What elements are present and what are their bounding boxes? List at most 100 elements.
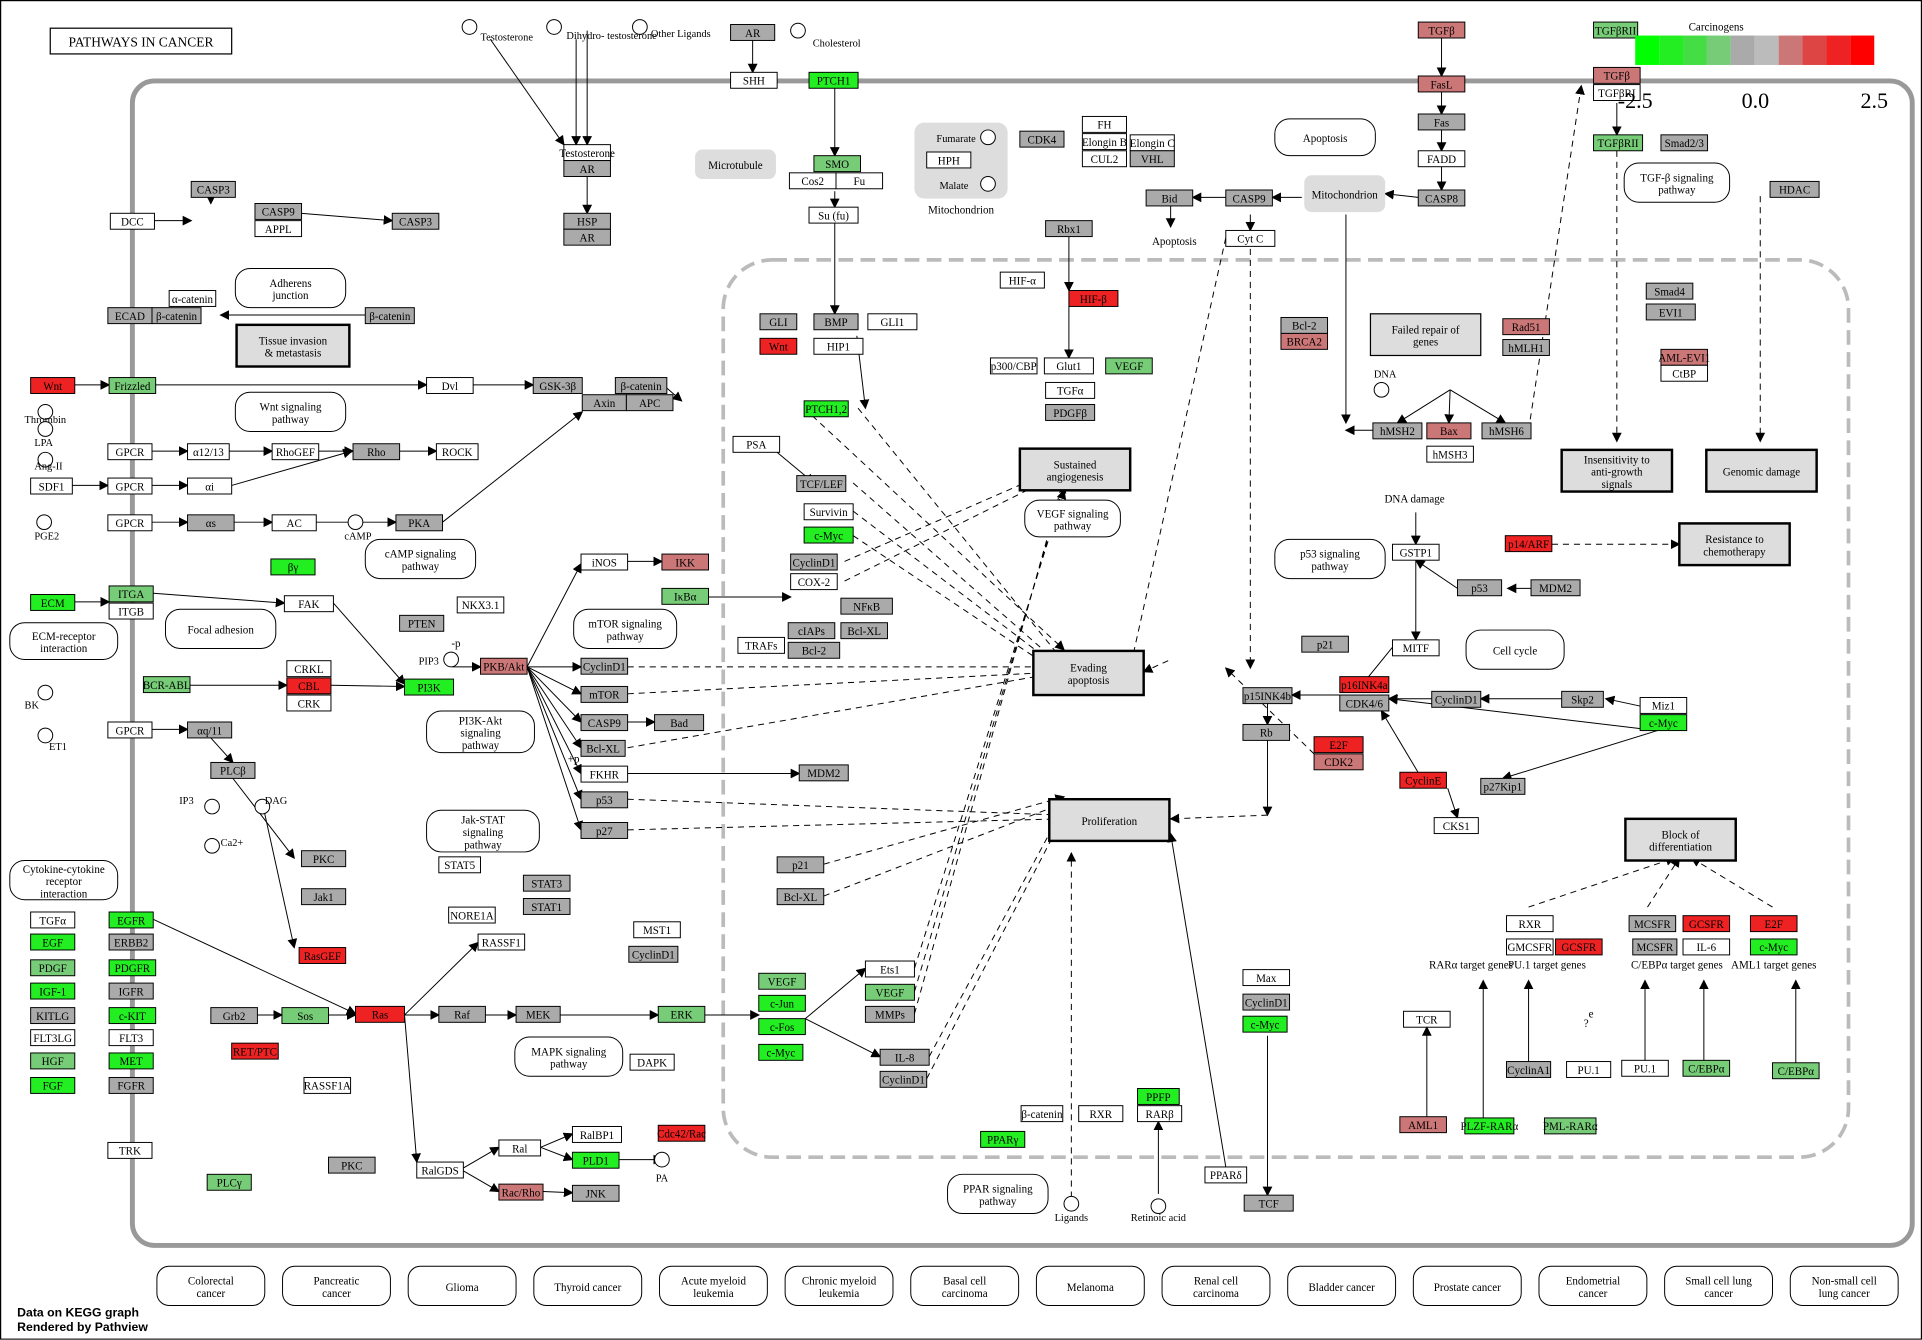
subpathway-cell-cycle[interactable]: Cell cycle (1465, 629, 1565, 670)
gene-node-p15ink4b[interactable]: p15INK4b (1242, 687, 1293, 705)
gene-node-flt3[interactable]: FLT3 (108, 1029, 154, 1047)
gene-node-shh[interactable]: SHH (730, 71, 778, 89)
gene-node-x[interactable]: βγ (270, 558, 316, 576)
gene-node-fadd[interactable]: FADD (1417, 150, 1466, 168)
gene-node-dapk[interactable]: DAPK (629, 1053, 675, 1071)
gene-node-il-6[interactable]: IL-6 (1682, 938, 1731, 956)
gene-node-p16ink4a[interactable]: p16INK4a (1339, 676, 1390, 694)
gene-node-dcc[interactable]: DCC (109, 212, 155, 230)
gene-node-gpcr[interactable]: GPCR (107, 514, 153, 532)
gene-node-cos2[interactable]: Cos2 (788, 172, 837, 190)
gene-node-tcr[interactable]: TCR (1403, 1010, 1451, 1028)
gene-node-wnt[interactable]: Wnt (759, 337, 798, 355)
gene-node-nkx3-1[interactable]: NKX3.1 (456, 596, 505, 614)
gene-node-skp2[interactable]: Skp2 (1561, 690, 1604, 708)
gene-node-crk[interactable]: CRK (286, 694, 332, 712)
gene-node-ralgds[interactable]: RalGDS (416, 1161, 464, 1179)
gene-node-ar[interactable]: AR (730, 24, 776, 41)
map-node-tissue-invasion-metastasis[interactable]: Tissue invasion& metastasis (235, 323, 351, 368)
gene-node-hdac[interactable]: HDAC (1769, 180, 1820, 198)
compound-pge2[interactable]: PGE2 (34, 514, 59, 543)
gene-node-p27[interactable]: p27 (580, 822, 629, 839)
gene-node-psa[interactable]: PSA (732, 435, 781, 453)
gene-node-bax[interactable]: Bax (1426, 422, 1472, 440)
gene-node-cul2[interactable]: CUL2 (1081, 150, 1128, 168)
gene-node-casp9[interactable]: CASP9 (254, 202, 303, 220)
gene-node-gcsfr[interactable]: GCSFR (1555, 938, 1603, 956)
gene-node-jak1[interactable]: Jak1 (301, 888, 347, 906)
gene-node-cyclind1[interactable]: CyclinD1 (580, 657, 629, 675)
gene-node-ets1[interactable]: Ets1 (864, 960, 915, 978)
gene-node-rassf1a[interactable]: RASSF1A (303, 1076, 352, 1094)
gene-node-evi1[interactable]: EVI1 (1645, 303, 1696, 321)
cancer-link-melanoma[interactable]: Melanoma (1035, 1265, 1145, 1306)
gene-node-miz1[interactable]: Miz1 (1639, 696, 1688, 714)
gene-node-bcl-xl[interactable]: Bcl-XL (840, 622, 888, 640)
gene-node-rbx1[interactable]: Rbx1 (1045, 220, 1093, 238)
gene-node-fgf[interactable]: FGF (30, 1076, 76, 1094)
gene-node-rasgef[interactable]: RasGEF (298, 947, 347, 964)
gene-node-cycline[interactable]: CyclinE (1399, 771, 1447, 789)
gene-node-fasl[interactable]: FasL (1417, 75, 1466, 93)
gene-node-p21[interactable]: p21 (1301, 635, 1349, 653)
gene-node-vegf[interactable]: VEGF (864, 983, 915, 1001)
gene-node-cyclind1[interactable]: CyclinD1 (1431, 690, 1482, 708)
subpathway-focal-adhesion[interactable]: Focal adhesion (164, 608, 277, 649)
gene-node-survivin[interactable]: Survivin (803, 503, 854, 521)
gene-node-rhogef[interactable]: RhoGEF (271, 443, 320, 461)
gene-node-elongin-c[interactable]: Elongin C (1129, 134, 1175, 152)
gene-node-gmcsfr[interactable]: GMCSFR (1506, 938, 1554, 956)
gene-node-itga[interactable]: ITGA (108, 585, 154, 603)
map-node-genomic-damage[interactable]: Genomic damage (1705, 448, 1818, 493)
gene-node-c-ebp[interactable]: C/EBPα (1682, 1059, 1731, 1077)
gene-node-fak[interactable]: FAK (283, 595, 334, 613)
gene-node-mcsfr[interactable]: MCSFR (1632, 938, 1678, 956)
gene-node-pten[interactable]: PTEN (399, 614, 445, 632)
compound-ca2[interactable]: Ca2+ (204, 838, 244, 854)
gene-node-gli1[interactable]: GLI1 (867, 313, 918, 331)
gene-node-c-kit[interactable]: c-KIT (108, 1007, 157, 1025)
gene-node-c-myc[interactable]: c-Myc (1749, 938, 1798, 956)
map-node-proliferation[interactable]: Proliferation (1048, 797, 1171, 843)
gene-node-i[interactable]: αi (187, 477, 233, 495)
gene-node-ral[interactable]: Ral (498, 1139, 542, 1157)
gene-node-tgf-rii[interactable]: TGFβRII (1593, 134, 1644, 152)
gene-node-hmlh1[interactable]: hMLH1 (1502, 339, 1550, 356)
gene-node-mst1[interactable]: MST1 (633, 921, 681, 939)
gene-node-hph[interactable]: HPH (926, 151, 972, 169)
cancer-link-prostate-cancer[interactable]: Prostate cancer (1412, 1265, 1522, 1306)
gene-node-igf-1[interactable]: IGF-1 (30, 982, 76, 1000)
gene-node-egf[interactable]: EGF (30, 933, 76, 951)
gene-node-rock[interactable]: ROCK (435, 443, 479, 461)
gene-node-frizzled[interactable]: Frizzled (108, 377, 157, 394)
gene-node-12-13[interactable]: α12/13 (187, 443, 230, 461)
gene-node-trafs[interactable]: TRAFs (737, 636, 786, 654)
gene-node-aml1[interactable]: AML1 (1399, 1116, 1447, 1134)
gene-node-pu-1[interactable]: PU.1 (1621, 1059, 1669, 1077)
gene-node-ecm[interactable]: ECM (30, 594, 76, 611)
gene-node-vegf[interactable]: VEGF (1105, 357, 1153, 375)
gene-node-testosterone[interactable]: Testosterone (559, 144, 615, 162)
gene-node-casp8[interactable]: CASP8 (1417, 189, 1466, 207)
map-node-mitochondrion[interactable]: Mitochondrion (1304, 175, 1386, 213)
gene-node-cks1[interactable]: CKS1 (1433, 817, 1479, 835)
gene-node-il-8[interactable]: IL-8 (879, 1048, 930, 1066)
gene-node-gpcr[interactable]: GPCR (107, 721, 153, 739)
gene-node-ret-ptc[interactable]: RET/PTC (231, 1042, 279, 1060)
gene-node-pkc[interactable]: PKC (328, 1156, 376, 1174)
compound-lpa[interactable]: LPA (34, 421, 54, 450)
gene-node-rho[interactable]: Rho (352, 443, 401, 461)
gene-node-nore1a[interactable]: NORE1A (448, 906, 496, 924)
gene-node-rad51[interactable]: Rad51 (1502, 318, 1550, 336)
gene-node-cdc42-rac[interactable]: Cdc42/Rac (657, 1124, 706, 1142)
gene-node-brca2[interactable]: BRCA2 (1280, 332, 1329, 350)
gene-node-fu[interactable]: Fu (835, 172, 884, 190)
gene-node-inos[interactable]: iNOS (580, 553, 629, 571)
gene-node-cdk4[interactable]: CDK4 (1019, 130, 1065, 148)
